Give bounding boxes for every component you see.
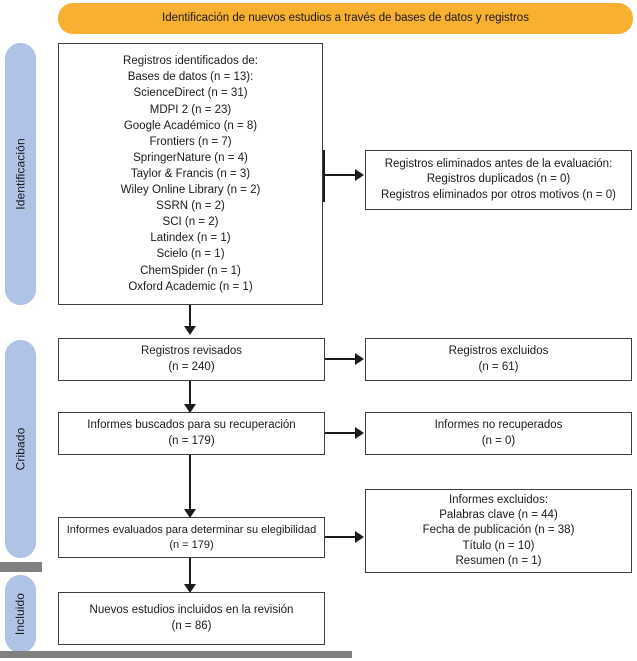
stage-label-incluido: Incluido xyxy=(13,592,28,636)
box-reports-assessed-text: Informes evaluados para determinar su el… xyxy=(66,523,317,551)
arrow-screened-to-excluded xyxy=(355,353,364,365)
arrow-sought-to-not-retrieved xyxy=(355,427,364,439)
stage-pill-incluido: Incluido xyxy=(5,575,36,653)
box-records-removed-text: Registros eliminados antes de la evaluac… xyxy=(381,158,616,201)
connector-assessed-to-included xyxy=(189,558,191,586)
stage-divider-rule xyxy=(0,562,42,572)
box-reports-assessed: Informes evaluados para determinar su el… xyxy=(58,517,325,558)
box-studies-included: Nuevos estudios incluidos en la revisión… xyxy=(58,592,325,645)
connector-screened-to-excluded xyxy=(325,358,356,360)
box-reports-sought-text: Informes buscados para su recuperación (… xyxy=(87,419,296,447)
identification-banner: Identificación de nuevos estudios a trav… xyxy=(58,3,633,34)
box-studies-included-text: Nuevos estudios incluidos en la revisión… xyxy=(89,604,294,632)
connector-identified-to-screened xyxy=(189,305,191,328)
connector-sought-to-not-retrieved xyxy=(325,432,356,434)
arrow-assessed-to-included xyxy=(184,584,196,593)
box-records-identified: Registros identificados de: Bases de dat… xyxy=(58,43,323,305)
arrow-sought-to-assessed xyxy=(184,509,196,518)
stage-pill-cribado: Cribado xyxy=(5,340,36,558)
connector-sought-to-assessed xyxy=(189,455,191,511)
arrow-assessed-to-excluded xyxy=(355,531,364,543)
connector-identified-to-removed-vertical xyxy=(323,150,325,202)
box-records-excluded-text: Registros excluidos (n = 61) xyxy=(448,345,549,373)
box-records-screened: Registros revisados (n = 240) xyxy=(58,338,325,381)
connector-screened-to-sought xyxy=(189,381,191,406)
box-records-identified-text: Registros identificados de: Bases de dat… xyxy=(120,55,261,293)
stage-label-cribado: Cribado xyxy=(13,427,28,471)
box-records-screened-text: Registros revisados (n = 240) xyxy=(141,345,242,373)
arrow-identified-to-screened xyxy=(184,326,196,335)
connector-identified-to-removed-horizontal xyxy=(323,174,356,176)
box-reports-sought: Informes buscados para su recuperación (… xyxy=(58,412,325,455)
box-reports-not-retrieved-text: Informes no recuperados (n = 0) xyxy=(434,419,563,447)
arrow-screened-to-sought xyxy=(184,404,196,413)
box-records-excluded: Registros excluidos (n = 61) xyxy=(365,338,632,381)
box-reports-excluded: Informes excluidos: Palabras clave (n = … xyxy=(365,489,632,573)
stage-pill-identificacion: Identificación xyxy=(5,43,36,305)
box-reports-excluded-text: Informes excluidos: Palabras clave (n = … xyxy=(422,493,575,567)
stage-label-identificacion: Identificación xyxy=(13,138,28,210)
connector-assessed-to-excluded xyxy=(325,536,356,538)
box-reports-not-retrieved: Informes no recuperados (n = 0) xyxy=(365,412,632,455)
bottom-rule xyxy=(0,651,352,658)
identification-banner-label: Identificación de nuevos estudios a trav… xyxy=(162,11,529,24)
arrow-identified-to-removed xyxy=(355,169,364,181)
box-records-removed: Registros eliminados antes de la evaluac… xyxy=(365,150,632,210)
